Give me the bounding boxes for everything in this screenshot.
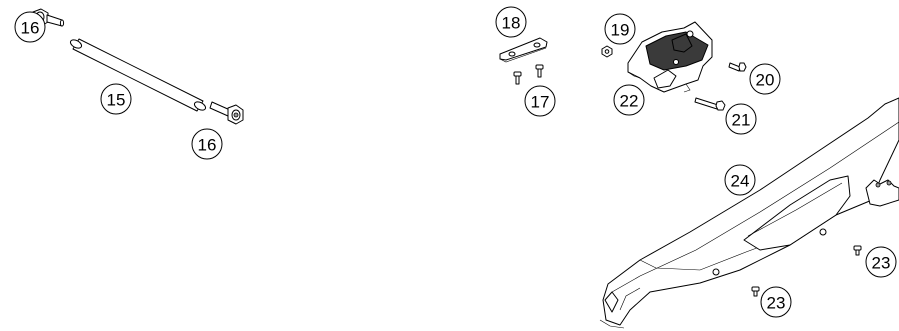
short-bolt-part	[728, 62, 747, 72]
callout-20: 20	[749, 63, 781, 95]
long-bolt-part	[694, 97, 726, 111]
callout-16-top-left: 16	[14, 11, 46, 43]
nut-part	[601, 45, 613, 58]
callout-17: 17	[524, 85, 556, 117]
small-screws-part	[513, 64, 544, 85]
callout-15: 15	[100, 83, 132, 115]
bracket-plate-part	[499, 37, 548, 63]
callout-16-right: 16	[191, 128, 223, 160]
callout-18: 18	[495, 6, 527, 38]
screw-part-right	[853, 245, 862, 256]
callout-label: 16	[21, 19, 40, 38]
callout-label: 16	[198, 136, 217, 155]
callout-label: 22	[620, 92, 639, 111]
callout-label: 24	[731, 172, 750, 191]
chain-guide-part	[627, 21, 713, 93]
callout-21: 21	[725, 103, 757, 135]
callout-19: 19	[604, 13, 636, 45]
callout-label: 17	[531, 93, 550, 112]
callout-label: 21	[732, 111, 751, 130]
axle-bolt-part-right	[209, 101, 244, 125]
swingarm-slider-part	[599, 97, 899, 329]
callout-label: 18	[502, 14, 521, 33]
callout-23-right: 23	[865, 246, 897, 278]
callout-label: 15	[107, 91, 126, 110]
callout-label: 23	[767, 294, 786, 313]
callout-23-bottom: 23	[760, 286, 792, 318]
callout-label: 20	[756, 71, 775, 90]
callout-label: 23	[872, 254, 891, 273]
axle-tube-part	[69, 38, 207, 112]
callout-label: 19	[611, 21, 630, 40]
callout-22: 22	[613, 84, 645, 116]
screw-part-bottom	[751, 286, 760, 297]
callout-24: 24	[724, 164, 756, 196]
